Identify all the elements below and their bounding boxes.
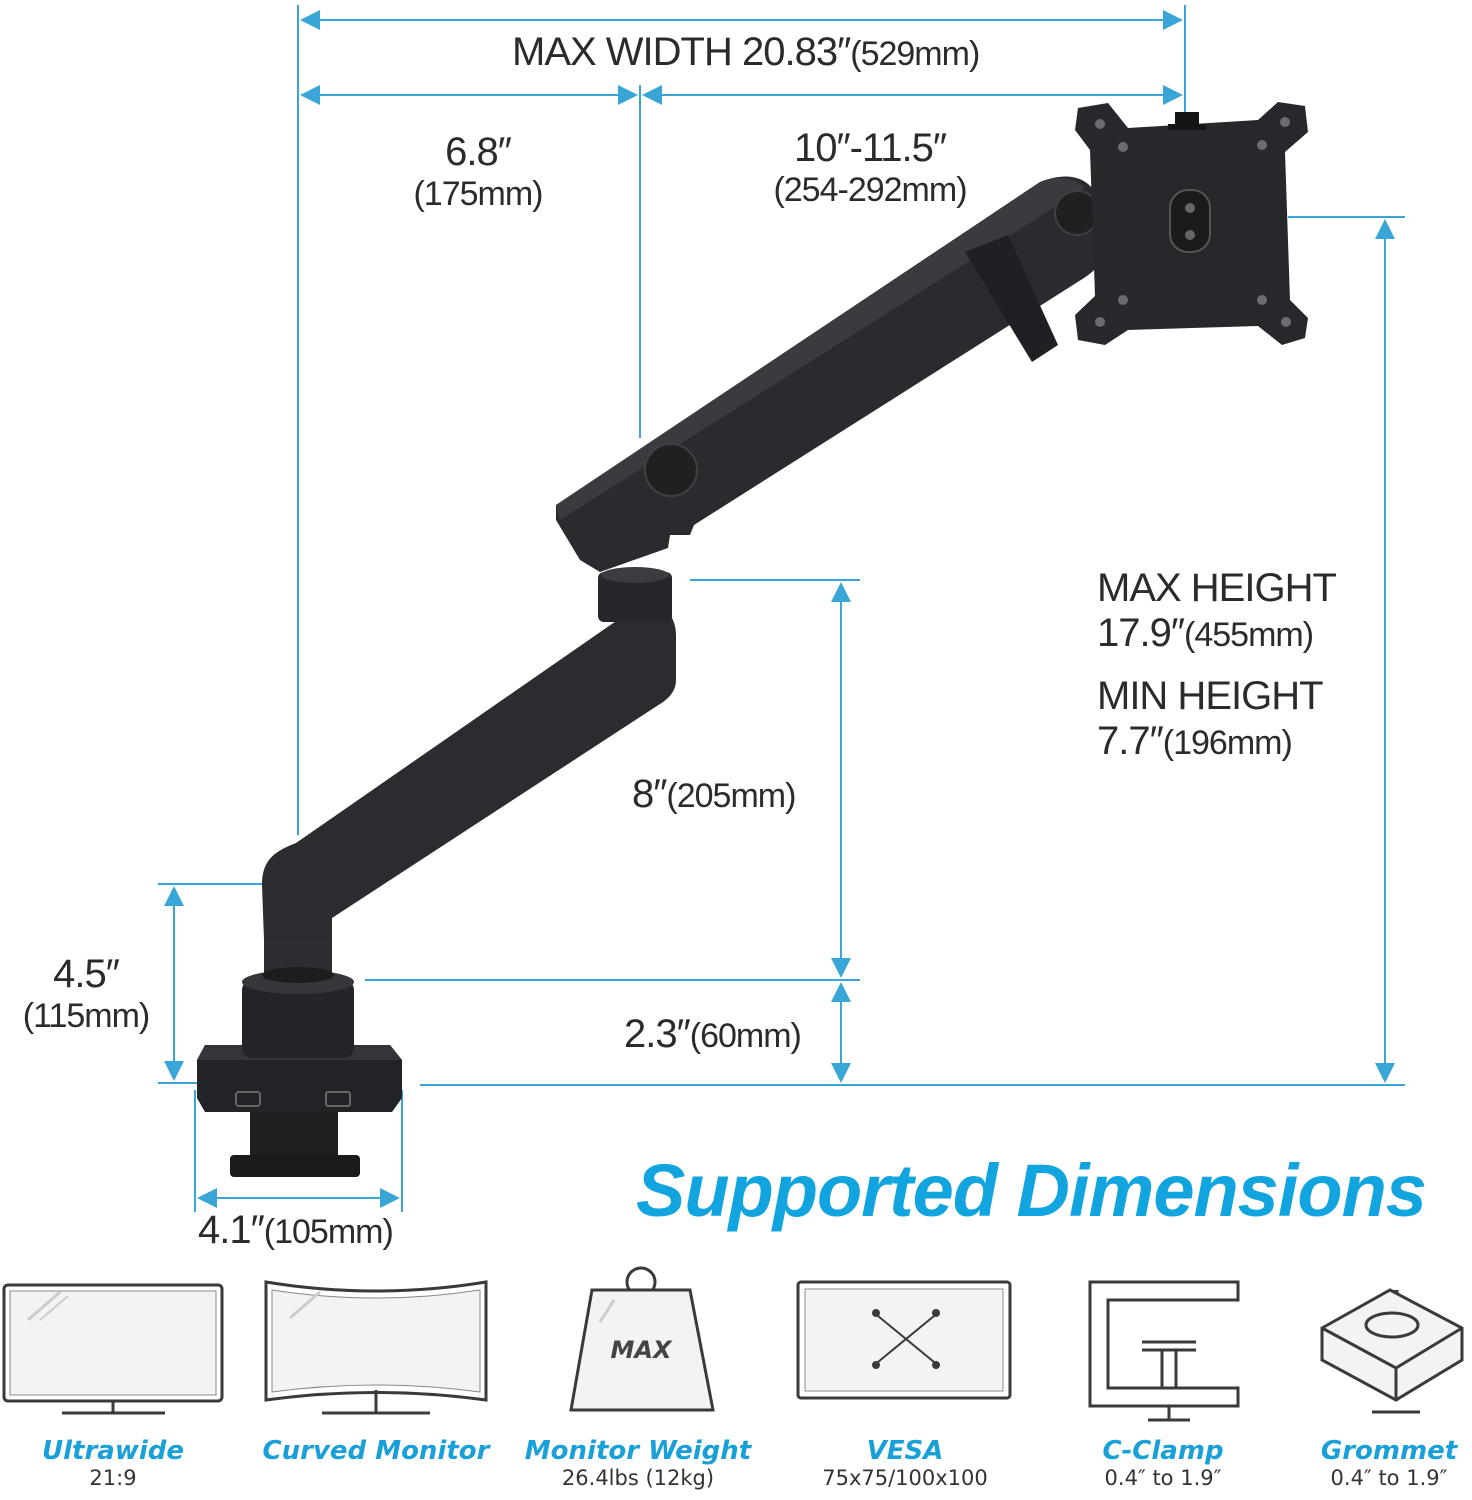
base-width-mm: (105mm)	[263, 1213, 394, 1251]
max-width-mm: (529mm)	[850, 35, 980, 73]
feature-value: 21:9	[89, 1466, 137, 1490]
min-height-title: MIN HEIGHT	[1097, 674, 1324, 718]
base-width-label: 4.1″(105mm)	[198, 1208, 394, 1253]
grommet-icon	[1320, 1288, 1464, 1414]
weight-icon	[569, 1266, 715, 1412]
min-height-label: MIN HEIGHT 7.7″(196mm)	[1097, 674, 1324, 764]
max-width-value: MAX WIDTH 20.83″	[512, 30, 851, 74]
arm1-label: 6.8″ (175mm)	[388, 130, 568, 214]
feature-label: Ultrawide	[42, 1436, 184, 1466]
max-width-label: MAX WIDTH 20.83″(529mm)	[512, 30, 980, 75]
base-height-label: 4.5″ (115mm)	[6, 952, 166, 1036]
lower-arm-inches: 8″	[632, 772, 667, 816]
feature-c-clamp: C-Clamp 0.4″ to 1.9″	[1070, 1436, 1256, 1490]
max-height-label: MAX HEIGHT 17.9″(455mm)	[1097, 566, 1337, 656]
arm2-label: 10″-11.5″ (254-292mm)	[740, 126, 1000, 210]
desk-gap-inches: 2.3″	[624, 1012, 691, 1056]
arm1-inches: 6.8″	[445, 130, 512, 174]
c-clamp-icon	[1088, 1280, 1240, 1422]
vesa-icon	[796, 1280, 1012, 1400]
feature-ultrawide: Ultrawide 21:9	[0, 1436, 226, 1490]
lower-arm-label: 8″(205mm)	[632, 772, 796, 817]
arm1-mm: (175mm)	[413, 175, 543, 213]
desk-gap-mm: (60mm)	[689, 1017, 802, 1055]
monitor-arm	[197, 102, 1308, 1177]
section-heading: Supported Dimensions	[636, 1149, 1427, 1232]
feature-label: Monitor Weight	[524, 1436, 752, 1466]
feature-label: Grommet	[1320, 1436, 1458, 1466]
feature-vesa: VESA 75x75/100x100	[790, 1436, 1020, 1490]
feature-grommet: Grommet 0.4″ to 1.9″	[1306, 1436, 1472, 1490]
feature-value: 75x75/100x100	[822, 1466, 988, 1490]
arm2-inches: 10″-11.5″	[793, 126, 947, 170]
curved-monitor-icon	[264, 1280, 488, 1415]
feature-label: VESA	[866, 1436, 944, 1466]
feature-value: 0.4″ to 1.9″	[1330, 1466, 1448, 1490]
feature-label: C-Clamp	[1102, 1436, 1224, 1466]
feature-value: 0.4″ to 1.9″	[1104, 1466, 1222, 1490]
feature-label: Curved Monitor	[262, 1436, 490, 1466]
feature-value: 26.4lbs (12kg)	[561, 1466, 715, 1490]
feature-curved-monitor: Curved Monitor	[256, 1436, 496, 1466]
feature-monitor-weight: Monitor Weight 26.4lbs (12kg)	[518, 1436, 758, 1490]
base-height-inches: 4.5″	[53, 952, 120, 996]
base-width-inches: 4.1″	[198, 1208, 265, 1252]
desk-gap-label: 2.3″(60mm)	[624, 1012, 802, 1057]
base-height-mm: (115mm)	[22, 997, 151, 1035]
max-height-inches: 17.9″	[1097, 611, 1185, 655]
weight-icon-text: MAX	[610, 1336, 672, 1364]
max-height-title: MAX HEIGHT	[1097, 566, 1337, 610]
max-height-mm: (455mm)	[1184, 616, 1314, 654]
arm2-mm: (254-292mm)	[773, 171, 967, 209]
min-height-inches: 7.7″	[1097, 719, 1164, 763]
min-height-mm: (196mm)	[1162, 724, 1293, 762]
lower-arm-mm: (205mm)	[666, 777, 796, 815]
ultrawide-monitor-icon	[2, 1283, 224, 1415]
